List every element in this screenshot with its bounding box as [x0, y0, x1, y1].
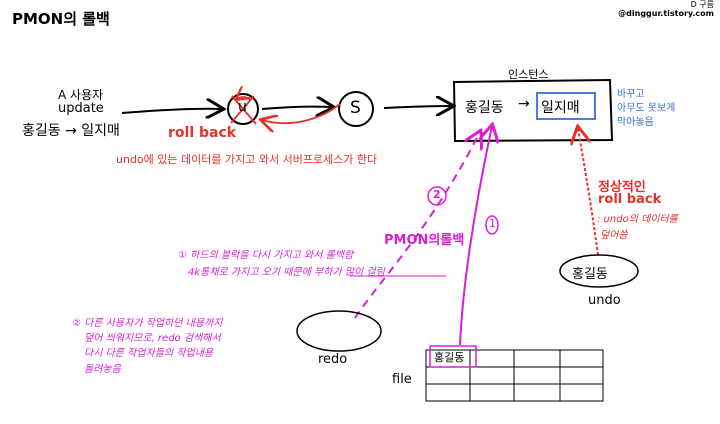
redo-label: redo [318, 352, 348, 367]
note2-line3: 다시 다른 작업자들의 작업내용 [84, 348, 214, 359]
watermark-line2: @dinggur.tistory.com [618, 9, 714, 18]
rollback-label: roll back [168, 125, 237, 141]
arrow-u-to-s [261, 107, 332, 109]
normal-rollback-line4: 덮어씀 [600, 230, 628, 241]
note2-line2: 덮어 씌워지므로, redo 검색해서 [84, 333, 221, 344]
side-note-line3: 막아놓음 [617, 117, 654, 128]
instance-from: 홍길동 [465, 100, 504, 116]
circle-s [338, 91, 374, 127]
marker-1-ring [485, 215, 499, 235]
file-grid [425, 349, 604, 402]
change-from: 홍길동 [22, 123, 61, 139]
pmon-solid-arrow [459, 126, 492, 346]
side-note-line1: 바꾸고 [617, 89, 645, 100]
instance-box [452, 78, 614, 143]
note1-line2: 4k통채로 가지고 오기 때문에 부하가 많이 걸림 [188, 267, 385, 278]
note2-line4: 돌려놓음 [84, 364, 121, 375]
change-to: 일지매 [81, 123, 120, 139]
instance-to: 일지매 [541, 100, 580, 116]
circle-s-label: S [350, 98, 361, 118]
red-undo-arrow [578, 128, 599, 256]
normal-rollback-line2: roll back [598, 192, 662, 207]
file-cell-value: 홍길동 [434, 351, 465, 364]
instance-target-box [536, 92, 596, 120]
note2-line1: ② 다른 사용자가 작업하던 내용까지 [72, 318, 223, 329]
marker-2: 2 [433, 188, 441, 201]
change-arrow: → [65, 123, 77, 139]
user-label: A 사용자 [58, 88, 104, 102]
change-line: 홍길동 → 일지매 [22, 120, 120, 140]
marker-2-ring [427, 186, 447, 206]
normal-rollback-line1: 정상적인 [598, 180, 646, 195]
page-title: PMON의 롤백 [12, 10, 110, 28]
red-small-arrow [237, 97, 250, 100]
watermark: D 구름 @dinggur.tistory.com [618, 0, 714, 18]
pmon-dashed-arrow [354, 132, 480, 319]
circle-u-label: u [238, 99, 247, 115]
side-note: 바꾸고 아무도 못보게 막아놓음 [617, 88, 675, 130]
red-loop-arrow [262, 103, 341, 123]
action-label: update [58, 101, 104, 116]
normal-rollback-line3: : undo의 데이터를 [597, 214, 678, 225]
undo-ellipse [559, 254, 639, 288]
watermark-line1: D 구름 [690, 0, 714, 9]
undo-value: 홍길동 [572, 267, 608, 282]
instance-arrow: → [518, 96, 530, 112]
redo-ellipse [296, 310, 382, 352]
undo-note: undo에 있는 데이터를 가지고 와서 서버프로세스가 한다 [116, 153, 378, 166]
pmon-rollback-label: PMON의롤백 [384, 233, 465, 248]
undo-label: undo [588, 293, 621, 308]
arrow-s-to-instance [383, 106, 452, 108]
file-cell-highlight [429, 345, 477, 368]
marker-1: 1 [489, 217, 496, 230]
instance-label: 인스턴스 [508, 68, 549, 81]
file-label: file [392, 372, 412, 387]
arrow-user-to-u [121, 109, 222, 113]
side-note-line2: 아무도 못보게 [617, 103, 676, 114]
note1-line1: ① 하드의 블락을 다시 가지고 와서 롤백함 [178, 250, 354, 261]
